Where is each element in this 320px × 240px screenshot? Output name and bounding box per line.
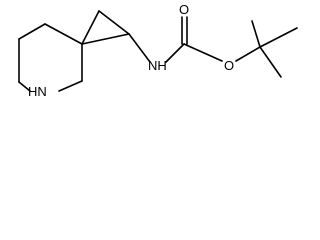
bond-cp-2 [98,10,130,35]
cyclopropane-ring [81,10,130,45]
bond-o-c [235,46,261,62]
atom-label-ring-nitrogen: HN [28,84,47,99]
bond-cp-1 [81,10,100,45]
molecule-structure-diagram: HN NH O O [18,2,298,99]
bond-pip-4 [58,80,83,92]
atom-label-amide-nitrogen: NH [148,58,167,73]
atom-label-carbonyl-oxygen: O [179,2,189,17]
bond-c-n [128,33,151,63]
bond-tbu-2 [251,20,261,48]
atom-labels: HN NH O O [28,2,234,99]
bond-n-c [165,43,185,63]
carbamate-chain [128,16,261,63]
atom-label-ester-oxygen: O [224,58,234,73]
bond-tbu-1 [259,27,298,48]
bond-cp-3 [81,33,130,45]
bond-pip-2 [44,23,83,45]
bond-tbu-3 [259,46,282,78]
piperidine-ring [18,23,83,92]
tert-butyl-group [251,20,298,78]
bond-pip-1 [18,23,46,40]
bond-pip-5 [18,81,31,92]
bond-c-o-single [183,43,223,62]
